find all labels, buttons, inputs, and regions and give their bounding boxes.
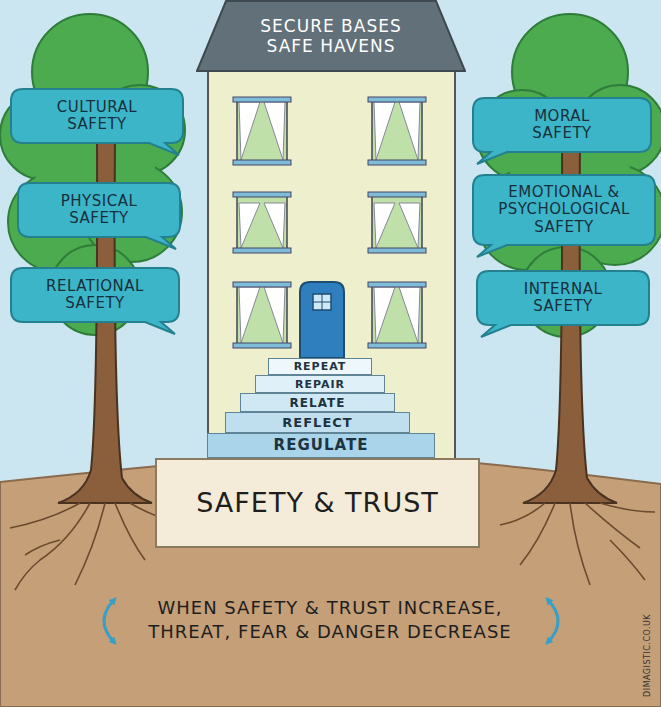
node-text: EMOTIONAL & PSYCHOLOGICAL SAFETY bbox=[489, 184, 639, 236]
speech-bubble: EMOTIONAL & PSYCHOLOGICAL SAFETY bbox=[473, 175, 655, 245]
node-text: CULTURAL SAFETY bbox=[37, 99, 157, 134]
speech-bubble: INTERNAL SAFETY bbox=[477, 271, 649, 325]
step: REGULATE bbox=[207, 433, 435, 458]
step: RELATE bbox=[240, 393, 395, 412]
node-text: RELATE bbox=[290, 397, 346, 409]
step: REFLECT bbox=[225, 412, 410, 433]
node-text: PHYSICAL SAFETY bbox=[39, 193, 159, 228]
speech-bubble: RELATIONAL SAFETY bbox=[11, 268, 179, 322]
speech-bubble: MORAL SAFETY bbox=[473, 98, 651, 152]
node-text: REFLECT bbox=[282, 416, 352, 429]
roof-sign: SECURE BASES SAFE HAVENS bbox=[196, 0, 466, 72]
node-text: MORAL SAFETY bbox=[507, 108, 617, 143]
watermark: DIMAGISTIC.CO.UK bbox=[643, 610, 654, 700]
node-text: REGULATE bbox=[274, 438, 369, 453]
speech-bubble: PHYSICAL SAFETY bbox=[18, 183, 180, 237]
step: REPAIR bbox=[255, 375, 385, 393]
node-text: REPEAT bbox=[294, 361, 347, 372]
house-body bbox=[208, 68, 455, 463]
node-text: REPAIR bbox=[295, 379, 345, 390]
speech-bubble: CULTURAL SAFETY bbox=[11, 89, 183, 143]
left-canopy bbox=[0, 14, 185, 335]
node-text: SAFETY & TRUST bbox=[196, 487, 439, 518]
step: REPEAT bbox=[268, 358, 372, 375]
node-text: SECURE BASES SAFE HAVENS bbox=[241, 16, 421, 57]
windows bbox=[233, 97, 426, 348]
caption-note: WHEN SAFETY & TRUST INCREASE, THREAT, FE… bbox=[130, 596, 530, 645]
foundation-block: SAFETY & TRUST bbox=[155, 458, 480, 548]
node-text: INTERNAL SAFETY bbox=[503, 281, 623, 316]
door bbox=[300, 282, 344, 358]
node-text: RELATIONAL SAFETY bbox=[35, 278, 155, 313]
